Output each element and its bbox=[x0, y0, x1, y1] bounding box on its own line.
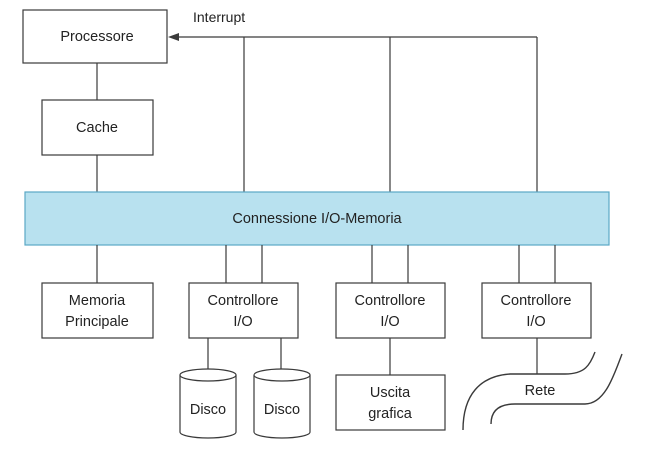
graphics-label-line2: grafica bbox=[368, 406, 412, 422]
controller-2-line1: Controllore bbox=[355, 293, 426, 309]
interrupt-lines bbox=[168, 33, 538, 192]
controller-3-line1: Controllore bbox=[501, 293, 572, 309]
disk-1-label: Disco bbox=[190, 402, 226, 418]
controller-2-line2: I/O bbox=[380, 314, 399, 330]
interrupt-label: Interrupt bbox=[193, 9, 245, 25]
disk-2-label: Disco bbox=[264, 402, 300, 418]
controller-down-links bbox=[207, 338, 538, 375]
controller-1-line2: I/O bbox=[233, 314, 252, 330]
controller-disk-box: Controllore I/O bbox=[188, 282, 299, 339]
memory-label-line1: Memoria bbox=[69, 293, 126, 309]
processor-box: Processore bbox=[22, 9, 168, 64]
memory-label-line2: Principale bbox=[65, 314, 129, 330]
processor-label: Processore bbox=[60, 29, 133, 45]
cache-box: Cache bbox=[41, 99, 154, 156]
network-shape: Rete bbox=[462, 351, 623, 431]
disk-2: Disco bbox=[253, 368, 311, 439]
disk-1: Disco bbox=[179, 368, 237, 439]
controller-3-line2: I/O bbox=[526, 314, 545, 330]
controller-1-line1: Controllore bbox=[208, 293, 279, 309]
main-memory-box: Memoria Principale bbox=[41, 282, 154, 339]
bus-label: Connessione I/O-Memoria bbox=[232, 211, 402, 227]
graphics-label-line1: Uscita bbox=[370, 385, 411, 401]
controller-network-box: Controllore I/O bbox=[481, 282, 592, 339]
graphics-output-box: Uscita grafica bbox=[335, 374, 446, 431]
network-label: Rete bbox=[525, 383, 556, 399]
interrupt-arrowhead bbox=[168, 33, 179, 41]
cache-label: Cache bbox=[76, 120, 118, 136]
io-memory-bus: Connessione I/O-Memoria bbox=[24, 191, 610, 246]
controller-graphics-box: Controllore I/O bbox=[335, 282, 446, 339]
bus-down-links bbox=[96, 245, 556, 283]
